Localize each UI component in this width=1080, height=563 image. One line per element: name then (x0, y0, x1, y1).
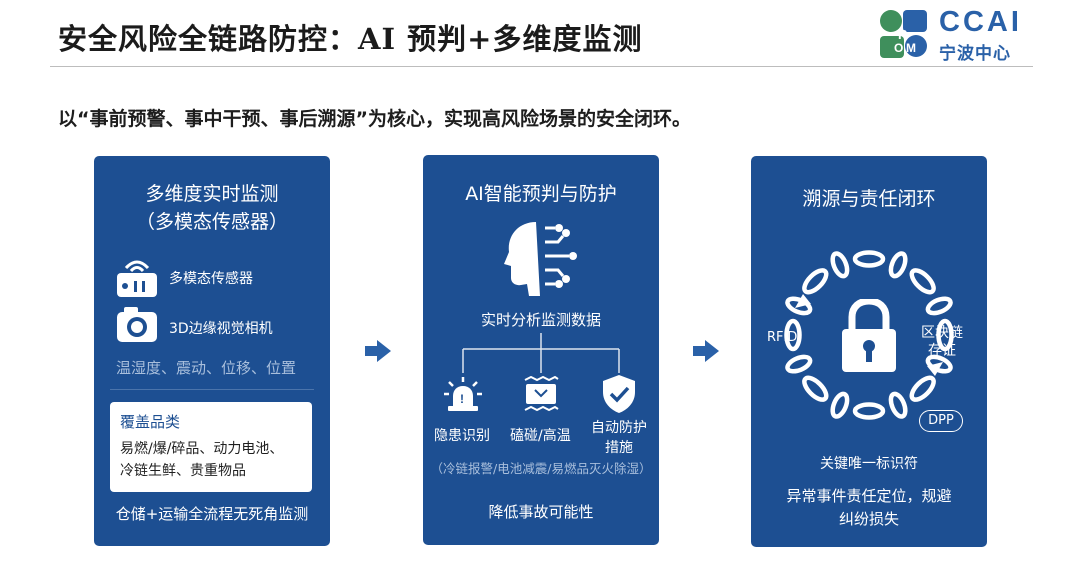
coverage-box: 覆盖品类 易燃/爆/碎品、动力电池、 冷链生鲜、贵重物品 (110, 402, 312, 492)
chain-link (784, 318, 802, 352)
panel-trace-footer-line1: 异常事件责任定位，规避 (786, 487, 952, 505)
impact-temp-label: 磕碰/高温 (510, 428, 571, 444)
logo-city-text: 宁波中心 (939, 44, 1011, 64)
chain-link (909, 375, 936, 402)
shield-check-icon (603, 375, 635, 413)
panel-ai-footer: 降低事故可能性 (488, 503, 594, 521)
branch-connector (462, 333, 620, 373)
vibration-icon (524, 376, 559, 412)
panel-traceability: 溯源与责任闭环 RFID 区块链 存证 DPP 关键唯一标识符 异常事件责任定位… (751, 156, 987, 547)
cm-logo-icon: R O M (880, 10, 927, 58)
panel-monitoring-title-line1: 多维度实时监测 (145, 183, 279, 205)
svg-text:M: M (906, 41, 916, 55)
svg-text:R: R (898, 27, 908, 42)
page-title: 安全风险全链路防控：AI 预判+多维度监测 (58, 22, 643, 56)
examples-text: （冷链报警/电池减震/易燃品灭火除湿） (430, 461, 652, 476)
chain-link (888, 251, 908, 279)
blockchain-label-line2: 存证 (928, 343, 956, 359)
chain-link (852, 250, 886, 268)
chain-link (936, 318, 954, 352)
arrow-right-icon (365, 340, 391, 362)
chain-link (830, 251, 850, 279)
panel-ai-prediction: AI智能预判与防护 实时分析监测数据 (423, 155, 659, 545)
panel-ai-title: AI智能预判与防护 (465, 183, 617, 205)
chain-loop-icon (784, 250, 954, 420)
arrow-right-icon (693, 340, 719, 362)
logo-ccai-text: CCAI (939, 6, 1022, 38)
lock-icon (842, 299, 896, 372)
sensor-label: 多模态传感器 (169, 271, 253, 287)
chain-link (830, 391, 850, 419)
chain-link (852, 402, 886, 420)
svg-text:O: O (894, 41, 903, 55)
svg-text:!: ! (460, 392, 464, 406)
ccai-logo: R O M CCAI 宁波中心 (876, 6, 1046, 64)
rfid-label: RFID (767, 330, 798, 345)
chain-link (802, 268, 829, 295)
panel-trace-title: 溯源与责任闭环 (802, 188, 936, 210)
sensor-icon (117, 260, 157, 297)
subtitle: 以“事前预警、事中干预、事后溯源”为核心，实现高风险场景的安全闭环。 (58, 108, 691, 130)
coverage-title: 覆盖品类 (120, 413, 181, 431)
data-analysis-label: 实时分析监测数据 (480, 311, 601, 329)
title-divider (50, 66, 1033, 67)
chain-link (925, 296, 953, 316)
blockchain-label-line1: 区块链 (921, 325, 963, 341)
coverage-line1: 易燃/爆/碎品、动力电池、 (120, 441, 284, 457)
coverage-line2: 冷链生鲜、贵重物品 (120, 463, 246, 479)
panel-monitoring: 多维度实时监测 （多模态传感器） 多模态传感器 3D边缘视觉相机 温湿度、震动、… (94, 156, 330, 546)
unique-id-caption: 关键唯一标识符 (820, 456, 918, 472)
ai-head-icon (504, 222, 577, 296)
auto-protect-label-line2: 措施 (605, 440, 633, 456)
dpp-badge: DPP (919, 410, 963, 432)
metrics-text: 温湿度、震动、位移、位置 (116, 359, 297, 377)
auto-protect-label-line1: 自动防护 (591, 420, 647, 436)
panel-monitoring-divider (110, 389, 314, 390)
camera-label: 3D边缘视觉相机 (169, 321, 273, 337)
hazard-label: 隐患识别 (434, 428, 490, 444)
chain-link (909, 268, 936, 295)
chain-link (888, 391, 908, 419)
camera-icon (117, 307, 157, 342)
alarm-icon: ! (444, 377, 482, 411)
chain-link (802, 375, 829, 402)
chain-link (785, 354, 813, 374)
panel-monitoring-footer: 仓储+运输全流程无死角监测 (115, 505, 309, 523)
panel-trace-footer-line2: 纠纷损失 (838, 510, 899, 528)
panel-monitoring-title-line2: （多模态传感器） (135, 211, 288, 233)
